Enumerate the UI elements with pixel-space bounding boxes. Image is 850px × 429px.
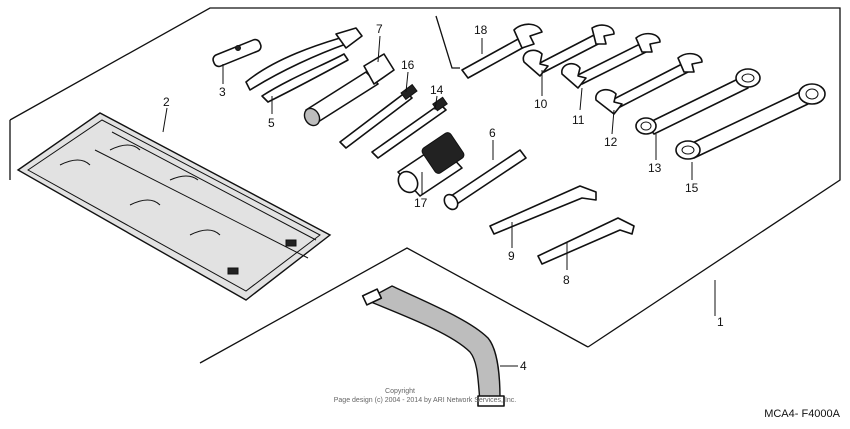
label-part-10: 10 <box>534 97 548 111</box>
part-labels: 1 2 3 4 5 6 7 8 9 10 11 12 13 14 15 16 1… <box>163 22 724 373</box>
screwdriver-bit-14 <box>371 96 448 159</box>
extension-bar <box>443 149 527 211</box>
label-part-13: 13 <box>648 161 662 175</box>
label-part-8: 8 <box>563 273 570 287</box>
label-part-2: 2 <box>163 95 170 109</box>
leader-lines <box>162 35 716 367</box>
label-part-5: 5 <box>268 116 275 130</box>
ring-wrench-13 <box>635 68 761 135</box>
hex-key-8 <box>537 217 635 265</box>
label-part-3: 3 <box>219 85 226 99</box>
screwdriver-grip <box>397 132 465 197</box>
label-part-9: 9 <box>508 249 515 263</box>
label-part-1: 1 <box>717 315 724 329</box>
hex-key-9 <box>489 185 597 235</box>
kit-outline <box>9 7 841 364</box>
open-wrench-18 <box>435 15 543 79</box>
drawing-code: MCA4- F4000A <box>764 408 840 420</box>
ring-wrench-15 <box>675 83 826 160</box>
label-part-7: 7 <box>376 22 383 36</box>
tool-bag <box>16 112 332 301</box>
wrench-11 <box>561 32 661 89</box>
label-part-14: 14 <box>430 83 444 97</box>
label-part-15: 15 <box>685 181 699 195</box>
label-part-4: 4 <box>520 359 527 373</box>
label-part-11: 11 <box>572 113 585 127</box>
label-part-12: 12 <box>604 135 618 149</box>
label-part-16: 16 <box>401 58 415 72</box>
tool-part-3 <box>212 38 262 68</box>
wrench-12 <box>595 52 703 115</box>
copyright-line-1: Copyright <box>385 388 415 395</box>
socket-handle <box>303 53 395 127</box>
label-part-17: 17 <box>414 196 428 210</box>
wrench-10 <box>522 24 615 77</box>
copyright-line-2: Page design (c) 2004 - 2014 by ARI Netwo… <box>334 397 517 404</box>
label-part-6: 6 <box>489 126 496 140</box>
label-part-18: 18 <box>474 23 488 37</box>
tool-strap <box>361 285 505 407</box>
pliers <box>245 27 363 103</box>
